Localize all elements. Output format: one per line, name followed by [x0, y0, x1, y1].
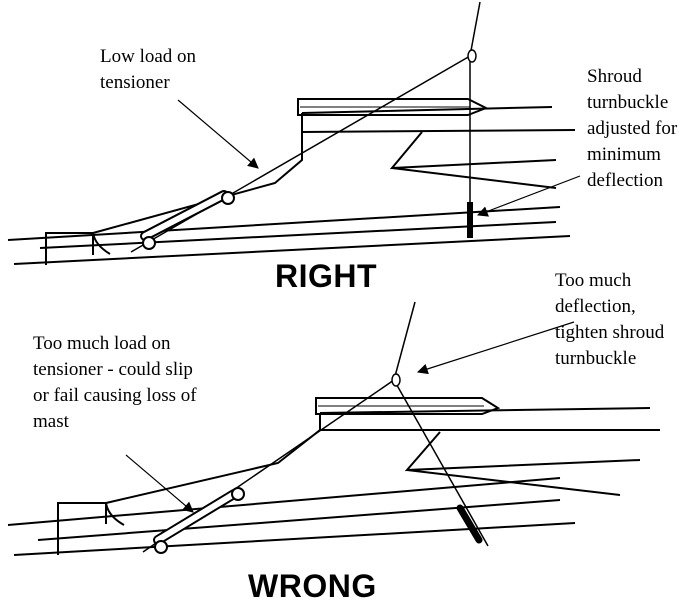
- right-tensioner-callout: Low load on tensioner: [100, 46, 197, 93]
- wrong-tensioner-arrow: [125, 454, 194, 513]
- right-shroud-callout: Shroud turnbuckle adjusted for minimum d…: [587, 66, 678, 191]
- wrong-boat-hull: [7, 407, 660, 556]
- right-hatch: [297, 98, 489, 116]
- wrong-shroud-callout: Too much deflection, tighten shroud turn…: [555, 270, 665, 369]
- right-tensioner-arrow: [177, 99, 259, 169]
- right-shroud-turnbuckle: [467, 202, 473, 238]
- wrong-tensioner: [153, 487, 245, 554]
- right-heading: RIGHT: [275, 258, 378, 294]
- right-boat-hull: [7, 106, 576, 265]
- right-mast-fitting: [467, 49, 477, 63]
- wrong-hatch: [315, 397, 501, 415]
- wrong-heading: WRONG: [248, 568, 377, 604]
- wrong-shroud-arrow: [416, 321, 575, 375]
- wrong-mast-fitting: [391, 373, 401, 387]
- right-shroud-arrow: [476, 175, 581, 217]
- right-tensioner: [140, 190, 235, 250]
- wrong-tensioner-callout: Too much load on tensioner - could slip …: [33, 333, 197, 432]
- wrong-shroud-turnbuckle: [456, 504, 483, 544]
